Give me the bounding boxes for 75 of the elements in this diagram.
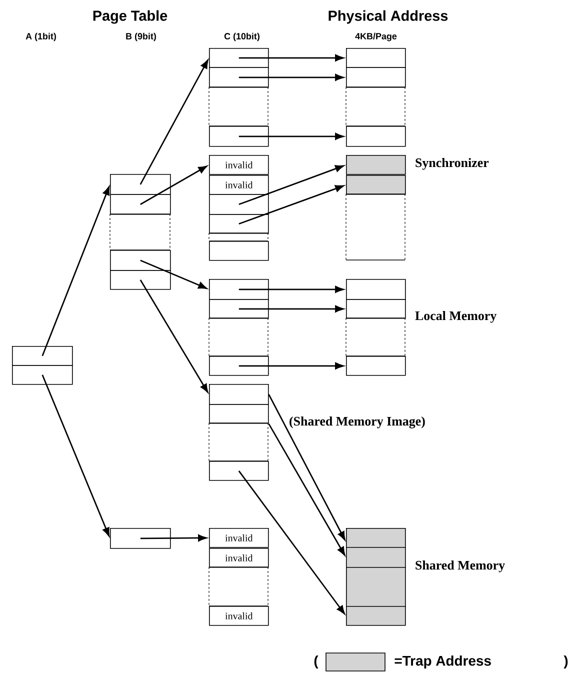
table-entry (346, 67, 406, 88)
table-entry (110, 528, 171, 549)
gap-entry (208, 422, 268, 462)
column-label: A (1bit) (26, 32, 56, 42)
parenthesis: ( (314, 656, 318, 668)
arrow (238, 470, 345, 614)
table-row: invalid (209, 548, 269, 568)
table-entry (209, 48, 269, 68)
table-entry (346, 126, 406, 147)
table-entry (209, 356, 269, 376)
arrow (238, 286, 344, 293)
arrow (238, 165, 344, 206)
gap-entry (208, 566, 268, 606)
table-entry (12, 346, 73, 366)
arrow (268, 394, 346, 540)
table-entry (209, 194, 269, 215)
gap-entry (346, 86, 406, 126)
table-entry (209, 214, 269, 234)
column-label: C (10bit) (224, 32, 260, 42)
arrow (238, 305, 344, 312)
table-entry (12, 365, 73, 385)
arrow (238, 185, 344, 225)
gap-entry (208, 86, 268, 126)
table-row: invalid (209, 528, 269, 548)
arrow (140, 534, 207, 542)
arrow (42, 186, 110, 356)
memory-label: Synchronizer (416, 158, 489, 170)
legend-text: =Trap Address (394, 656, 491, 668)
table-row: invalid (209, 175, 269, 195)
table-row: invalid (209, 606, 269, 626)
table-row: invalid (209, 155, 269, 175)
arrow (140, 60, 208, 185)
memory-label: Shared Memory (416, 560, 505, 572)
column-label: 4KB/Page (355, 32, 397, 42)
memory-label: Local Memory (415, 311, 496, 323)
arrow (238, 54, 344, 62)
table-entry (209, 461, 269, 481)
shaded-entry (346, 606, 406, 626)
table-entry (209, 241, 269, 261)
shaded-entry (346, 528, 406, 548)
table-entry (346, 356, 406, 376)
table-entry (209, 299, 269, 319)
arrow (42, 374, 110, 536)
table-entry (346, 48, 406, 68)
table-entry (346, 299, 406, 319)
table-entry (110, 250, 171, 271)
table-entry (209, 404, 269, 424)
arrow (238, 362, 344, 370)
column-heading: Page Table (93, 10, 168, 24)
table-entry (209, 67, 269, 88)
gap-entry (346, 318, 406, 356)
table-entry (209, 384, 269, 405)
shaded-entry (346, 155, 406, 175)
table-entry (209, 279, 269, 300)
column-heading: Physical Address (328, 10, 448, 24)
arrow (140, 166, 208, 205)
column-label: B (9bit) (126, 32, 156, 42)
shaded-entry (346, 547, 406, 568)
memory-label: (Shared Memory Image) (290, 416, 425, 428)
arrow (238, 74, 344, 81)
shaded-entry (346, 175, 406, 195)
gap-entry (208, 232, 268, 242)
arrow (238, 132, 344, 140)
arrow (268, 423, 346, 556)
table-entry (346, 279, 406, 300)
gap-entry (110, 214, 170, 250)
table-entry (209, 126, 269, 147)
table-entry (110, 194, 171, 215)
arrow (140, 260, 207, 289)
gap-entry (208, 318, 268, 356)
table-entry (110, 270, 171, 290)
gap-entry (346, 194, 406, 260)
table-entry (110, 174, 171, 195)
parenthesis: ) (564, 656, 568, 668)
arrow (140, 280, 208, 393)
